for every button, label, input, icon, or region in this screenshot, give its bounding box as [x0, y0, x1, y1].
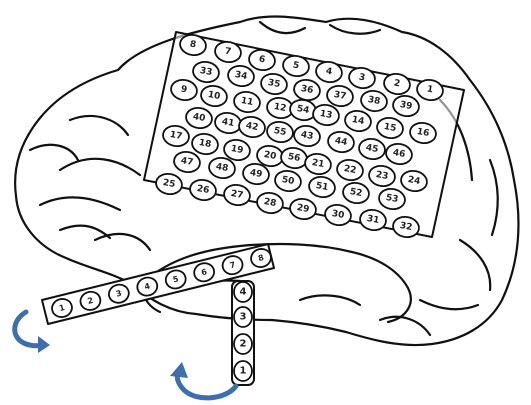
strip-b-electrode-1: 1 [234, 361, 252, 381]
electrode-label: 4 [240, 287, 247, 298]
curved-arrow-bottom-icon [170, 362, 236, 398]
curved-arrow-left-icon [15, 312, 50, 353]
electrode-label: 3 [240, 312, 247, 323]
strip-b-electrode-3: 3 [234, 307, 252, 327]
strip-b-electrode-2: 2 [234, 334, 252, 354]
strip-b-electrode-4: 4 [234, 282, 252, 302]
electrode-label: 1 [240, 366, 247, 377]
electrode-label: 2 [240, 339, 247, 350]
